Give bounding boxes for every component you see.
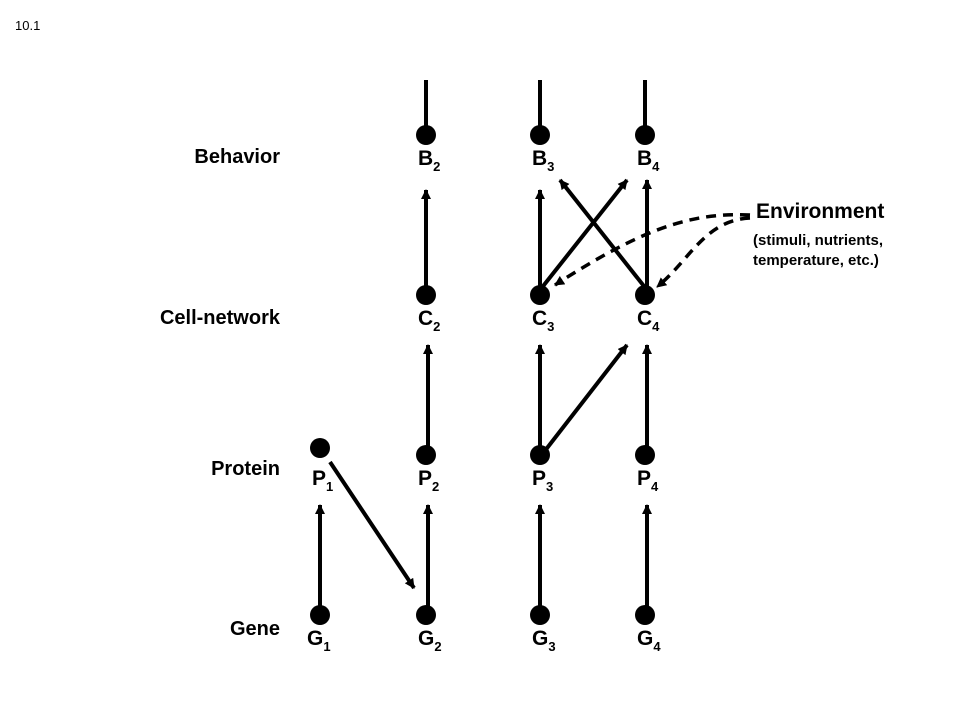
level-label-protein: Protein	[211, 458, 280, 480]
node-label-c4: C4	[637, 307, 660, 334]
node-g4	[635, 605, 655, 625]
node-label-c3: C3	[532, 307, 554, 334]
edge-c3-to-b4	[538, 178, 629, 292]
node-label-b3: B3	[532, 147, 554, 174]
environment-title: Environment	[756, 200, 885, 223]
node-p2	[416, 445, 436, 465]
node-label-p2: P2	[418, 467, 439, 494]
level-label-cell-network: Cell-network	[159, 307, 280, 329]
node-label-g4: G4	[637, 627, 661, 654]
environment-to-c3-arrow	[554, 212, 751, 287]
node-c3	[530, 285, 550, 305]
node-p4	[635, 445, 655, 465]
page-number: 10.1	[15, 18, 41, 33]
node-c2	[416, 285, 436, 305]
node-label-b4: B4	[637, 147, 660, 174]
edge-c4-to-b3	[558, 178, 649, 292]
node-g2	[416, 605, 436, 625]
node-b4	[635, 125, 655, 145]
environment-to-c4-arrow	[655, 216, 751, 289]
environment-detail-line-2: temperature, etc.)	[753, 252, 879, 269]
node-label-c2: C2	[418, 307, 440, 334]
node-label-b2: B2	[418, 147, 440, 174]
edge-p1-to-g2	[328, 460, 416, 590]
node-b2	[416, 125, 436, 145]
node-c4	[635, 285, 655, 305]
node-label-g3: G3	[532, 627, 556, 654]
node-p3	[530, 445, 550, 465]
node-g3	[530, 605, 550, 625]
edge-p3-to-c4	[542, 343, 629, 454]
node-p1	[310, 438, 330, 458]
node-g1	[310, 605, 330, 625]
environment-detail-line-1: (stimuli, nutrients,	[753, 232, 884, 249]
node-b3	[530, 125, 550, 145]
node-label-p1: P1	[312, 467, 333, 494]
level-label-gene: Gene	[229, 618, 280, 640]
level-label-behavior: Behavior	[194, 146, 280, 168]
node-label-p3: P3	[532, 467, 553, 494]
node-label-p4: P4	[637, 467, 659, 494]
node-label-g2: G2	[418, 627, 442, 654]
node-label-g1: G1	[307, 627, 331, 654]
